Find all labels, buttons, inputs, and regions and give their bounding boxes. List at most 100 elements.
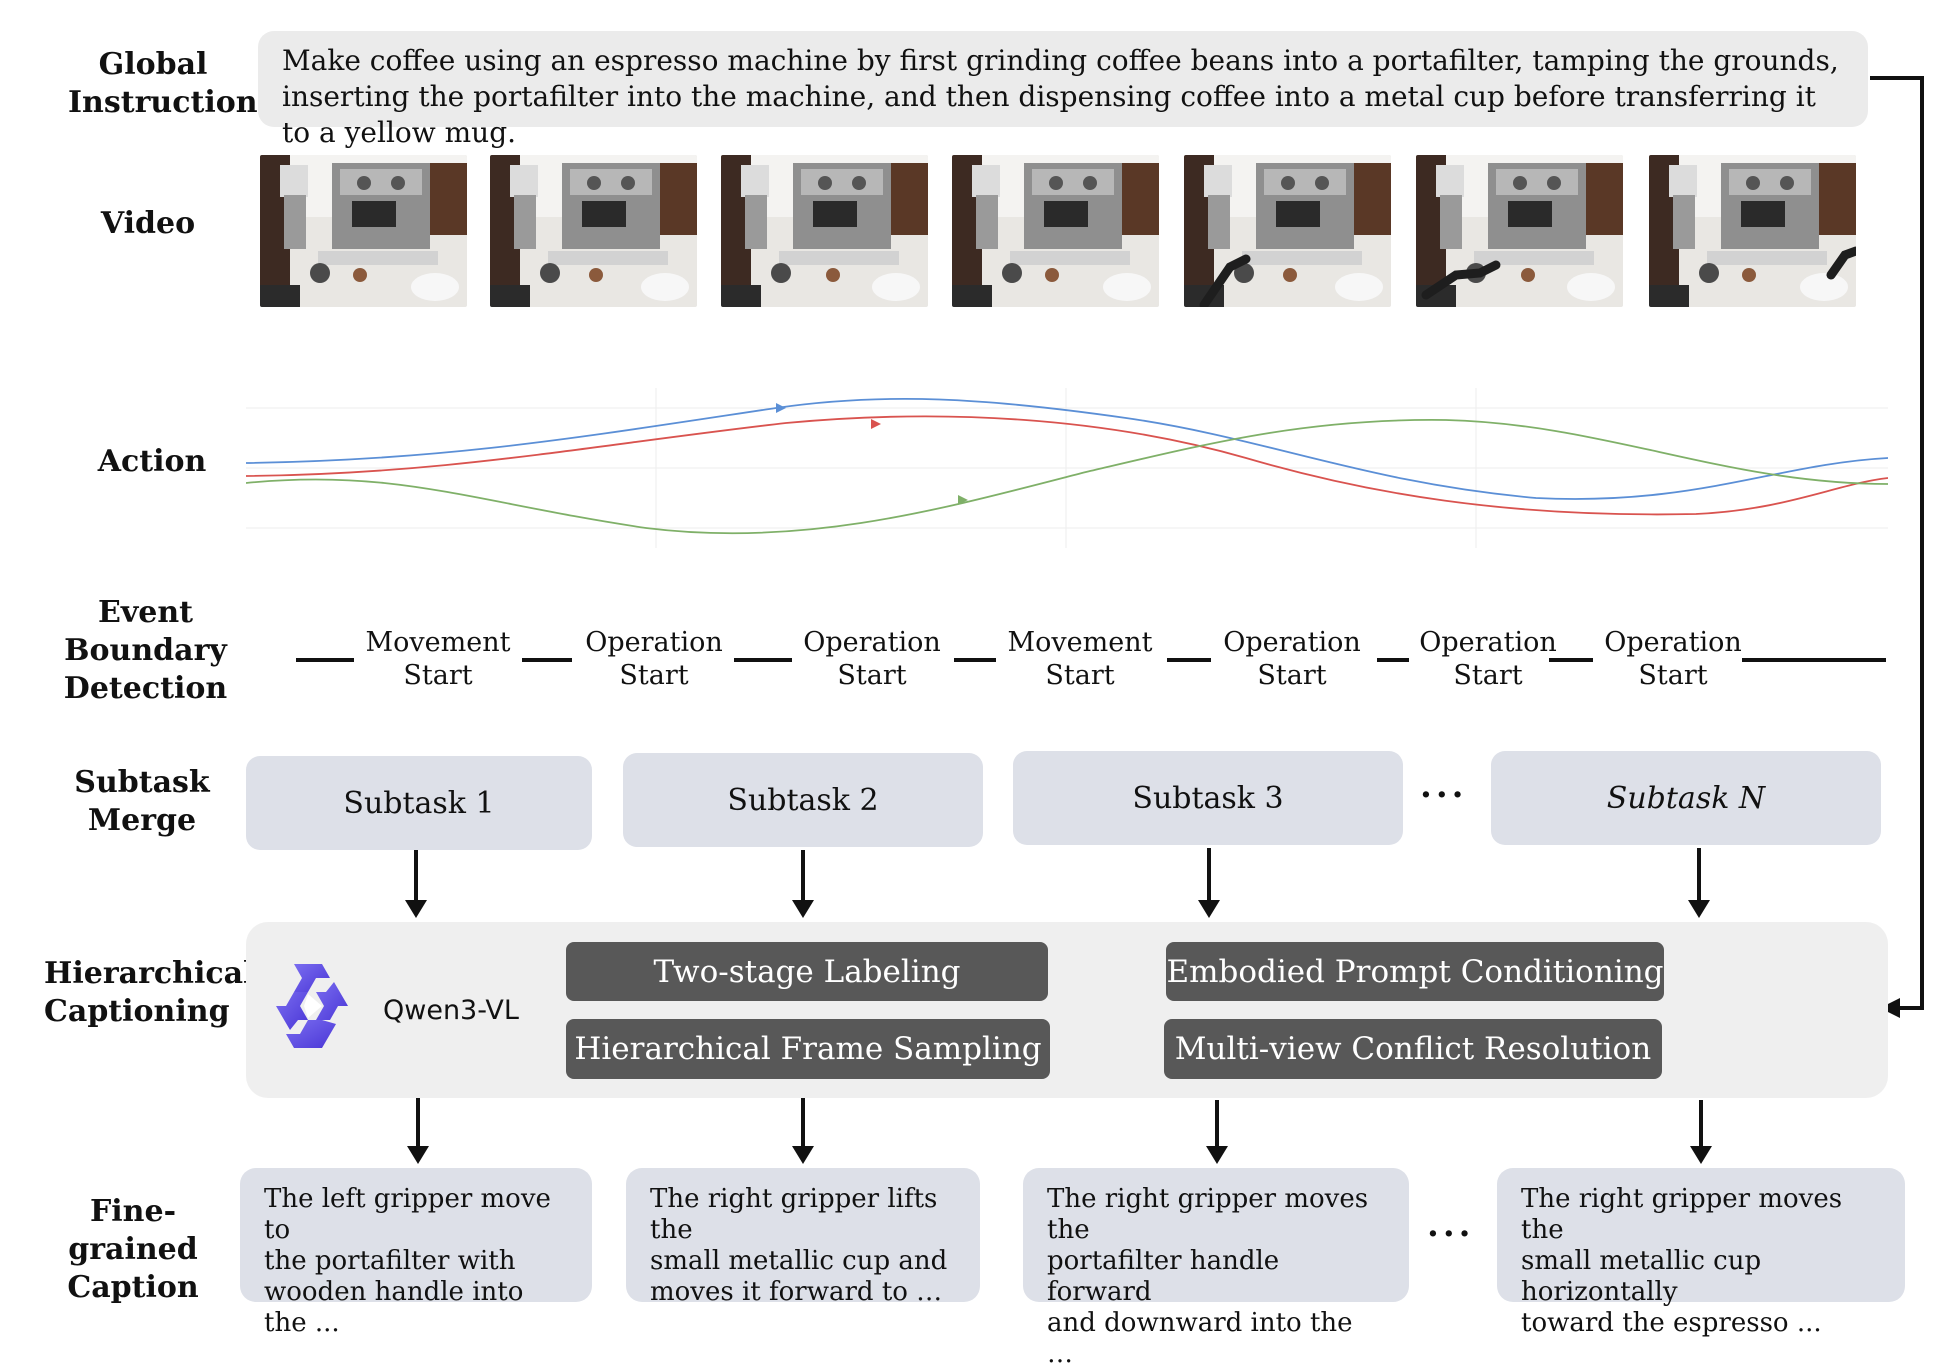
event-separator — [296, 658, 354, 662]
video-frame — [1649, 155, 1856, 307]
subtask-label: Subtask 1 — [343, 785, 495, 821]
event-separator — [1377, 658, 1409, 662]
caption-line: The right gripper moves the — [1521, 1184, 1843, 1245]
model-name: Qwen3-VL — [383, 995, 519, 1026]
label-line: Merge — [87, 803, 197, 838]
event-separator — [1549, 658, 1593, 662]
caption-line: toward the espresso ... — [1521, 1308, 1822, 1338]
label-line: Captioning — [44, 994, 230, 1029]
curve-arrowhead — [776, 403, 786, 413]
fine-caption-n: The right gripper moves the small metall… — [1497, 1168, 1905, 1338]
event-separator — [1742, 658, 1886, 662]
label-line: Video — [100, 206, 196, 241]
event-separator — [734, 658, 792, 662]
technique-two-stage-labeling: Two-stage Labeling — [566, 942, 1048, 1001]
technique-label: Hierarchical Frame Sampling — [574, 1031, 1042, 1067]
subtask-box-3: Subtask 3 — [1013, 751, 1403, 845]
video-frame — [952, 155, 1159, 307]
subtask-label: Subtask N — [1606, 780, 1766, 816]
video-frame — [490, 155, 697, 307]
subtask-box-n: Subtask N — [1491, 751, 1881, 845]
qwen-logo-icon — [276, 964, 348, 1048]
technique-label: Multi-view Conflict Resolution — [1174, 1031, 1652, 1067]
event-word: Start — [1453, 660, 1523, 691]
subtask-label: Subtask 2 — [727, 782, 879, 818]
label-line: Hierarchical — [44, 956, 255, 991]
caption-line: The right gripper lifts the — [650, 1184, 938, 1245]
label-line: Subtask — [74, 765, 210, 800]
event-word: Start — [837, 660, 907, 691]
technique-label: Embodied Prompt Conditioning — [1166, 953, 1664, 990]
video-frame — [260, 155, 467, 307]
arrow-down — [1206, 1100, 1228, 1164]
event-word: Operation — [803, 627, 941, 658]
arrow-down — [1198, 848, 1220, 918]
global-instruction-box: Make coffee using an espresso machine by… — [258, 31, 1868, 149]
caption-line: The right gripper moves the — [1047, 1184, 1369, 1245]
action-curve-green — [246, 419, 1888, 535]
arrow-down — [1688, 848, 1710, 918]
event-separator — [522, 658, 572, 662]
caption-line: the portafilter with — [264, 1246, 516, 1276]
arrow-down — [407, 1098, 429, 1164]
video-frame — [1416, 155, 1623, 307]
event-word: Start — [403, 660, 473, 691]
fine-caption-2: The right gripper lifts the small metall… — [626, 1168, 980, 1307]
action-curve-blue — [246, 397, 1888, 500]
arrow-down — [792, 1098, 814, 1164]
subtask-ellipsis: ··· — [1420, 775, 1468, 815]
event-word: Start — [619, 660, 689, 691]
label-video: Video — [68, 205, 228, 243]
subtask-label: Subtask 3 — [1132, 780, 1284, 816]
label-line: Fine-grained — [68, 1194, 198, 1267]
event-word: Start — [1638, 660, 1708, 691]
event-word: Start — [1045, 660, 1115, 691]
label-line: Event — [97, 595, 194, 630]
technique-label: Two-stage Labeling — [653, 953, 961, 990]
caption-line: small metallic cup and — [650, 1246, 948, 1276]
technique-embodied-prompt-conditioning: Embodied Prompt Conditioning — [1166, 942, 1664, 1001]
label-subtask-merge: Subtask Merge — [62, 764, 222, 840]
event-word: Movement — [1007, 627, 1153, 658]
event-word: Operation — [1604, 627, 1742, 658]
label-line: Detection — [63, 671, 228, 706]
label-line: Global — [98, 47, 208, 82]
caption-line: small metallic cup horizontally — [1521, 1246, 1762, 1307]
technique-multi-view-conflict-resolution: Multi-view Conflict Resolution — [1164, 1019, 1662, 1079]
label-global-instruction: Global Instruction — [68, 46, 258, 122]
curve-arrowhead — [958, 495, 968, 505]
caption-line: wooden handle into the ... — [264, 1277, 524, 1338]
event-separator — [1167, 658, 1211, 662]
label-line: Action — [97, 444, 207, 479]
fine-caption-1: The left gripper move to the portafilter… — [240, 1168, 592, 1338]
action-trajectory-plot — [246, 388, 1888, 548]
event-word: Operation — [585, 627, 723, 658]
technique-hierarchical-frame-sampling: Hierarchical Frame Sampling — [566, 1019, 1050, 1079]
label-action: Action — [72, 443, 232, 481]
video-frame — [721, 155, 928, 307]
event-word: Start — [1257, 660, 1327, 691]
caption-line: The left gripper move to — [264, 1184, 551, 1245]
caption-ellipsis: ··· — [1427, 1214, 1475, 1254]
arrow-down — [1690, 1100, 1712, 1164]
caption-line: portafilter handle forward — [1047, 1246, 1280, 1307]
action-curve-red — [246, 415, 1888, 516]
label-fine-grained-caption: Fine-grained Caption — [38, 1193, 228, 1307]
event-word: Movement — [365, 627, 511, 658]
label-line: Caption — [67, 1270, 199, 1305]
event-word: Operation — [1223, 627, 1361, 658]
subtask-box-2: Subtask 2 — [623, 753, 983, 847]
instruction-feedback-arrow — [1870, 76, 1924, 1018]
global-instruction-text: Make coffee using an espresso machine by… — [282, 44, 1839, 149]
caption-line: and downward into the … — [1047, 1308, 1353, 1369]
arrow-down — [405, 850, 427, 918]
fine-caption-3: The right gripper moves the portafilter … — [1023, 1168, 1409, 1369]
label-line: Instruction — [68, 85, 258, 120]
label-hierarchical-captioning: Hierarchical Captioning — [44, 955, 255, 1031]
